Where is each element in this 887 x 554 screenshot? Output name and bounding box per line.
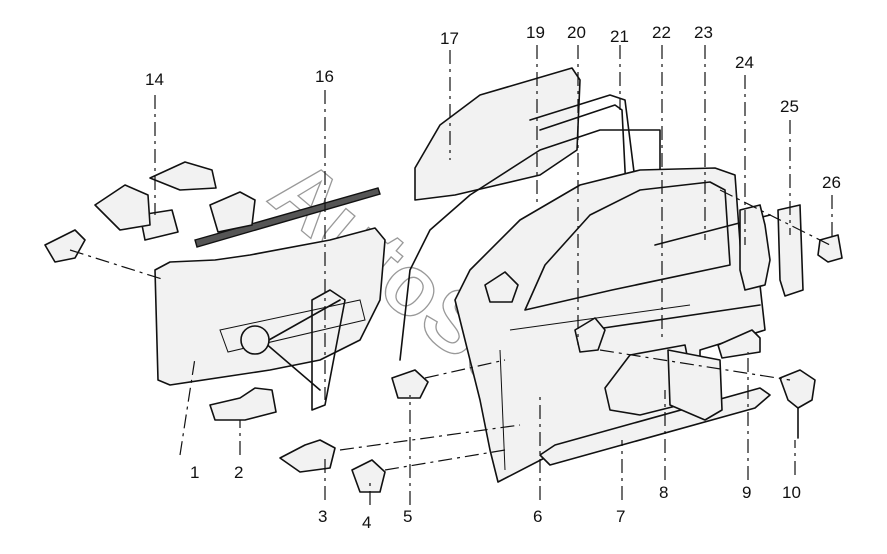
- callout-21: 21: [610, 27, 629, 46]
- part-22-strip: [589, 304, 761, 331]
- callout-6: 6: [533, 507, 542, 526]
- switch-block: [149, 161, 217, 191]
- part-5-upper-hinge: [391, 369, 429, 399]
- callout-1: 1: [190, 463, 199, 482]
- part-21-channel-inner: [539, 104, 627, 191]
- callout-16: 16: [315, 67, 334, 86]
- window-switch: [209, 191, 256, 233]
- callout-23: 23: [694, 23, 713, 42]
- door-window-frame: [524, 181, 731, 311]
- part-26-clip: [817, 234, 843, 263]
- callout-22: 22: [652, 23, 671, 42]
- handle-bezel: [94, 184, 151, 231]
- callout-2: 2: [234, 463, 243, 482]
- callout-17: 17: [440, 29, 459, 48]
- callout-9: 9: [742, 483, 751, 502]
- regulator-motor: [240, 325, 270, 355]
- part-20-bracket: [574, 317, 606, 353]
- part-16-window-regulator: [311, 289, 346, 411]
- part-1-trim-panel: [154, 227, 386, 386]
- callout-20: 20: [567, 23, 586, 42]
- leader-lines: [69, 45, 833, 505]
- callout-8: 8: [659, 483, 668, 502]
- trim-armrest: [219, 299, 366, 353]
- part-24-door-latch: [739, 204, 771, 291]
- callout-25: 25: [780, 97, 799, 116]
- callout-7: 7: [616, 507, 625, 526]
- part-19-glass-run: [399, 129, 661, 361]
- callout-3: 3: [318, 507, 327, 526]
- part-3-lower-hinge: [279, 439, 336, 473]
- belt-weatherstrip-bar: [194, 187, 381, 248]
- part-9-door-handle: [717, 329, 761, 359]
- part-17-window-glass: [414, 67, 581, 201]
- callout-26: 26: [822, 173, 841, 192]
- check-link-clip: [44, 229, 86, 263]
- part-25-weatherstrip: [777, 204, 804, 297]
- callout-14: 14: [145, 70, 164, 89]
- part-10-lock-cylinder: [779, 369, 816, 409]
- part-2-motor: [209, 387, 277, 421]
- callout-19: 19: [526, 23, 545, 42]
- part-4-door-check: [351, 459, 386, 493]
- callout-4: 4: [362, 513, 371, 532]
- callout-10: 10: [782, 483, 801, 502]
- door-hinge-bracket: [484, 271, 519, 303]
- callout-24: 24: [735, 53, 754, 72]
- callout-labels: 1 2 3 4 5 6 7 8 9 10 14 16 17 19 20 21 2…: [145, 23, 841, 532]
- callout-5: 5: [403, 507, 412, 526]
